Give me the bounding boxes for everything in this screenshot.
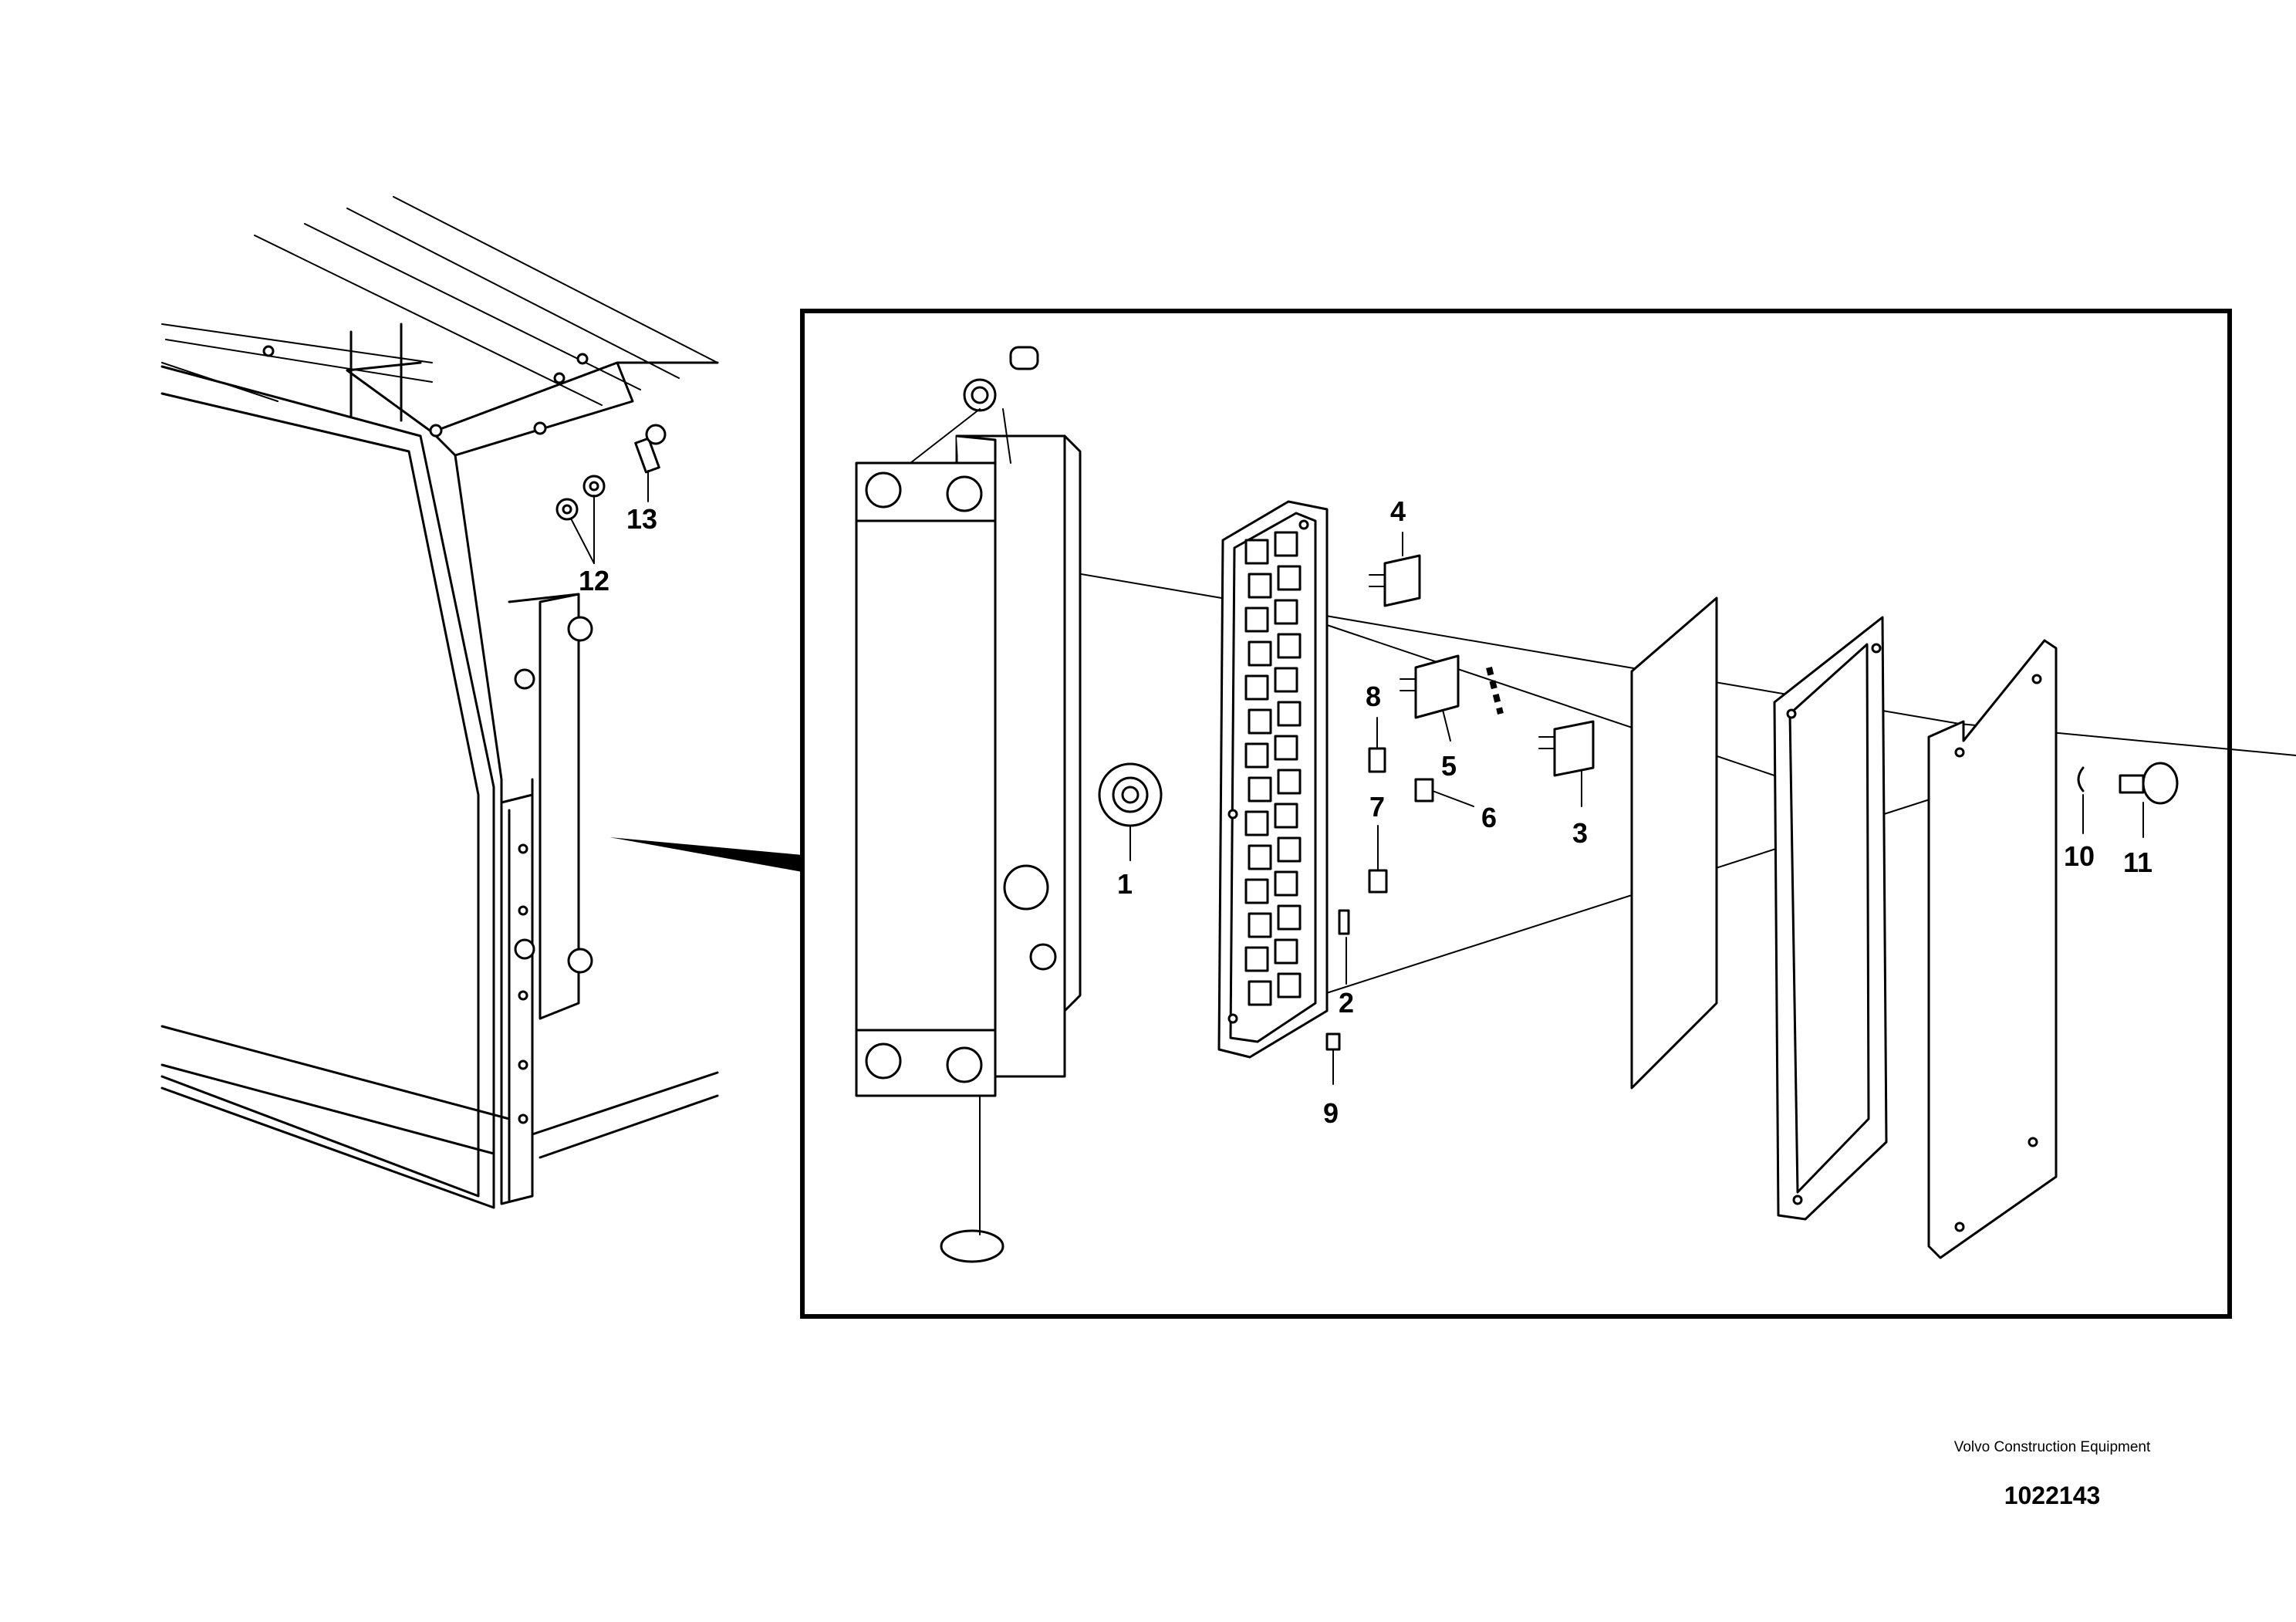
part-6-fuse bbox=[1414, 778, 1474, 807]
board-socket bbox=[1244, 810, 1269, 836]
board-socket bbox=[1248, 980, 1272, 1006]
board-socket bbox=[1244, 742, 1269, 769]
board-socket bbox=[1274, 667, 1298, 693]
board-socket bbox=[1274, 599, 1298, 625]
board-socket bbox=[1277, 565, 1302, 591]
callout-10: 10 bbox=[2064, 840, 2095, 872]
callout-12: 12 bbox=[579, 565, 609, 596]
board-socket bbox=[1248, 573, 1272, 599]
part-3-relay bbox=[1538, 720, 1595, 807]
board-socket bbox=[1274, 870, 1298, 897]
part-7-fuse bbox=[1368, 825, 1388, 894]
part-1-box-bracket bbox=[855, 346, 1163, 1263]
board-socket bbox=[1244, 539, 1269, 565]
drawing-number: 1022143 bbox=[2004, 1482, 2101, 1509]
board-socket bbox=[1244, 878, 1269, 904]
board-socket bbox=[1244, 946, 1269, 972]
callout-6: 6 bbox=[1481, 802, 1497, 833]
detail-frame bbox=[800, 309, 2232, 1319]
callout-3: 3 bbox=[1572, 817, 1588, 849]
board-socket bbox=[1274, 531, 1298, 557]
callout-4: 4 bbox=[1390, 495, 1406, 527]
part-11-knob bbox=[2119, 762, 2179, 838]
board-socket bbox=[1248, 640, 1272, 667]
board-socket bbox=[1277, 904, 1302, 931]
part-10-washer bbox=[2077, 766, 2085, 834]
board-socket bbox=[1277, 972, 1302, 999]
board-socket bbox=[1248, 708, 1272, 735]
fuse-relay-board bbox=[1217, 500, 1329, 1059]
board-socket bbox=[1277, 836, 1302, 863]
callout-9: 9 bbox=[1323, 1097, 1339, 1129]
part-9-screw bbox=[1325, 1032, 1341, 1085]
callout-8: 8 bbox=[1366, 681, 1381, 712]
callout-5: 5 bbox=[1441, 750, 1457, 782]
credit-company: Volvo Construction Equipment bbox=[1953, 1439, 2151, 1455]
board-socket bbox=[1248, 776, 1272, 803]
board-socket bbox=[1274, 803, 1298, 829]
callout-11: 11 bbox=[2123, 846, 2152, 878]
board-socket bbox=[1274, 735, 1298, 761]
board-socket bbox=[1277, 769, 1302, 795]
part-4-relay bbox=[1369, 532, 1421, 607]
part-5-relay bbox=[1400, 654, 1504, 742]
callout-7: 7 bbox=[1369, 791, 1385, 823]
callout-1: 1 bbox=[1117, 868, 1133, 900]
cover-plate bbox=[1927, 639, 2058, 1259]
board-socket bbox=[1248, 912, 1272, 938]
part-8-fuse bbox=[1368, 717, 1386, 773]
detail-pointer bbox=[609, 837, 802, 872]
part-2-fuse bbox=[1338, 909, 1350, 985]
callout-2: 2 bbox=[1339, 987, 1354, 1019]
board-socket bbox=[1277, 701, 1302, 727]
board-socket bbox=[1248, 844, 1272, 870]
cover-frame bbox=[1773, 616, 1888, 1221]
board-socket bbox=[1244, 674, 1269, 701]
gasket-sheet bbox=[1630, 596, 1718, 1090]
board-socket bbox=[1277, 633, 1302, 659]
board-socket bbox=[1244, 607, 1269, 633]
machine-frame-overview bbox=[160, 196, 719, 1209]
board-socket bbox=[1274, 938, 1298, 965]
callout-13: 13 bbox=[626, 503, 657, 535]
